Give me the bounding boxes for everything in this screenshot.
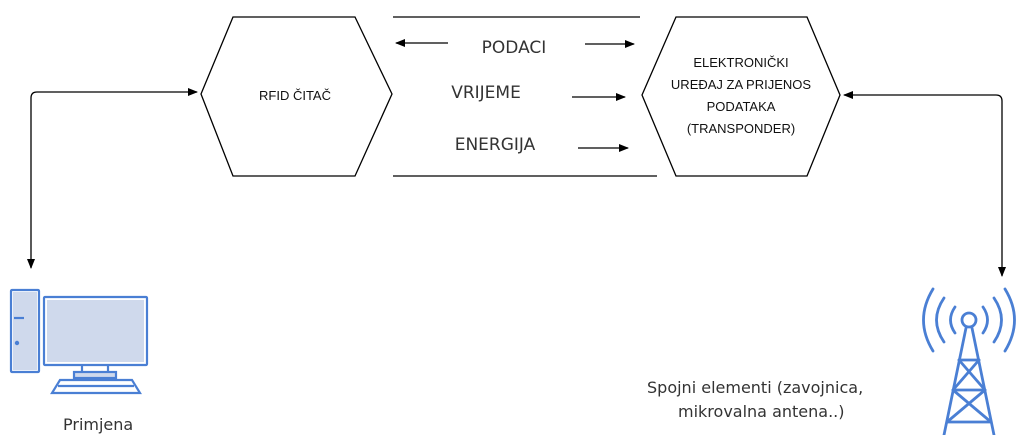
flow-vrijeme: VRIJEME	[451, 83, 626, 103]
antenna-caption-line-2: mikrovalna antena..)	[678, 402, 844, 421]
antenna-caption-line-1: Spojni elementi (zavojnica,	[647, 378, 863, 397]
transponder-label-line-3: PODATAKA	[707, 99, 776, 114]
flow-label-vrijeme: VRIJEME	[451, 83, 521, 103]
transponder-label-line-4: (TRANSPONDER)	[687, 121, 795, 136]
flow-energija: ENERGIJA	[455, 135, 629, 155]
transponder-label-line-2: UREĐAJ ZA PRIJENOS	[671, 77, 811, 92]
transponder-node[interactable]: ELEKTRONIČKI UREĐAJ ZA PRIJENOS PODATAKA…	[641, 16, 841, 177]
antenna-tower-icon	[922, 287, 1016, 435]
connector-transponder-antenna	[843, 91, 1006, 277]
rfid-reader-node[interactable]: RFID ČITAČ	[200, 16, 393, 177]
flow-podaci: PODACI	[395, 38, 635, 58]
connector-computer-reader	[27, 88, 198, 269]
transponder-label-line-1: ELEKTRONIČKI	[693, 55, 788, 70]
flow-label-energija: ENERGIJA	[455, 135, 536, 155]
computer-icon	[9, 288, 149, 395]
computer-label: Primjena	[63, 415, 133, 434]
rfid-reader-label: RFID ČITAČ	[259, 88, 331, 103]
flow-label-podaci: PODACI	[482, 38, 547, 58]
